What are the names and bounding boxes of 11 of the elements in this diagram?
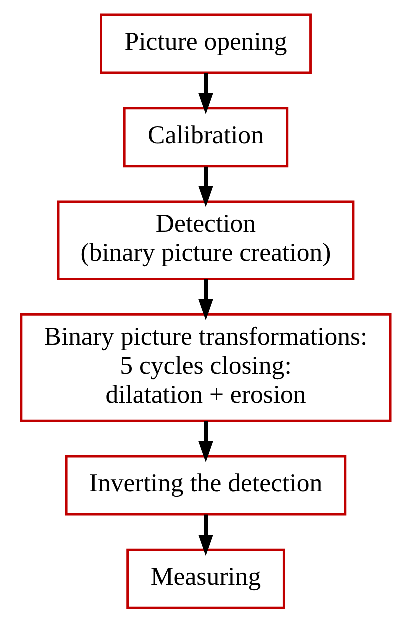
arrow: [198, 279, 213, 320]
node-box: Calibration: [122, 107, 288, 168]
node-box: Inverting the detection: [64, 455, 346, 516]
node-box: Detection (binary picture creation): [56, 200, 354, 280]
arrow: [198, 514, 213, 556]
arrow: [198, 166, 213, 208]
arrow: [198, 421, 213, 462]
arrow: [198, 73, 213, 114]
node-box: Measuring: [126, 548, 285, 610]
node-box: Picture opening: [100, 14, 312, 74]
node-box: Binary picture transformations: 5 cycles closing: dilatation + erosion: [20, 314, 392, 422]
